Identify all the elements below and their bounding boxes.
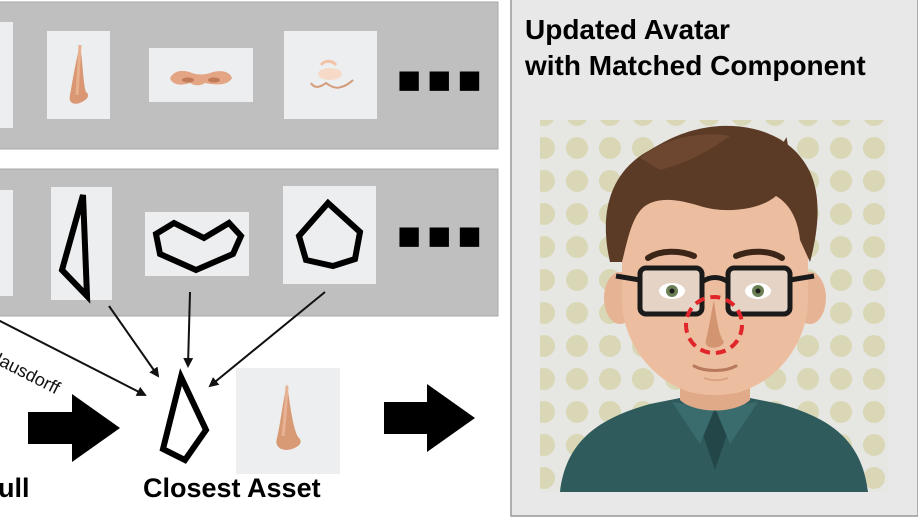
asset-tile-1 bbox=[47, 31, 110, 119]
asset-tile-3 bbox=[284, 31, 377, 119]
cartoon-avatar-icon bbox=[540, 120, 888, 492]
thick-arrow-right-icon bbox=[28, 394, 120, 462]
updated-avatar-panel bbox=[510, 0, 918, 517]
closest-asset-tile bbox=[236, 368, 340, 474]
panel-title-line-2: with Matched Component bbox=[525, 50, 866, 81]
hausdorff-arrow bbox=[0, 319, 147, 396]
panel-title-line-1: Updated Avatar bbox=[525, 14, 730, 45]
closest-asset-label: Closest Asset bbox=[143, 473, 321, 503]
thick-arrow-right-icon bbox=[384, 384, 475, 452]
hull-tile-partial bbox=[0, 190, 13, 296]
comparison-arrows bbox=[0, 291, 326, 396]
selected-hull-shape bbox=[159, 368, 210, 464]
panel-title: Updated Avatar with Matched Component bbox=[525, 12, 866, 84]
arrow-from-hull-2 bbox=[183, 291, 194, 368]
hull-tile-3 bbox=[283, 186, 376, 284]
hull-row-panel bbox=[0, 168, 499, 317]
asset-row-panel bbox=[0, 1, 499, 150]
arrow-from-hull-3 bbox=[208, 291, 326, 388]
hull-tile-1 bbox=[51, 187, 112, 304]
asset-tile-partial bbox=[0, 22, 13, 128]
matched-component-highlight bbox=[684, 295, 744, 355]
asset-row-more-indicator: ■■■ bbox=[397, 58, 488, 102]
hull-label: ull bbox=[0, 473, 30, 503]
arrow-from-hull-1 bbox=[108, 305, 160, 378]
hull-row-more-indicator: ■■■ bbox=[397, 214, 488, 258]
asset-tile-2 bbox=[149, 48, 253, 102]
hull-tile-2 bbox=[145, 212, 249, 276]
